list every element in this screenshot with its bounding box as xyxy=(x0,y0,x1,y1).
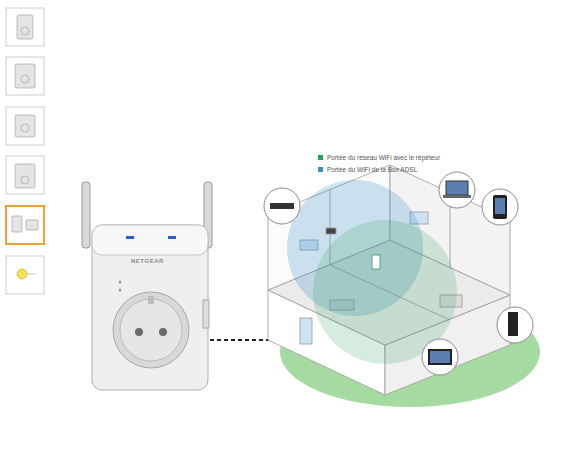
thumbnail-strip xyxy=(6,8,44,294)
legend-swatch xyxy=(318,167,323,172)
thumbnail xyxy=(6,107,44,145)
legend-entry: Portée du réseau WiFi avec le répéteur xyxy=(318,154,440,161)
thumbnail-icons xyxy=(12,15,38,279)
thumbnail xyxy=(6,57,44,95)
legend-text: Portée du WiFi de la Box ADSL xyxy=(327,166,417,173)
legend-text: Portée du réseau WiFi avec le répéteur xyxy=(327,154,440,161)
thumbnail xyxy=(6,156,44,194)
thumbnail-selected xyxy=(6,206,44,244)
thumbnail xyxy=(6,8,44,46)
thumbnail xyxy=(6,256,44,294)
house-illustration xyxy=(268,165,540,407)
repeater-device xyxy=(82,182,212,390)
device-icons xyxy=(264,172,533,375)
legend-entry: Portée du WiFi de la Box ADSL xyxy=(318,166,417,173)
legend-swatch xyxy=(318,155,323,160)
brand-label: NETGEAR xyxy=(131,258,164,264)
